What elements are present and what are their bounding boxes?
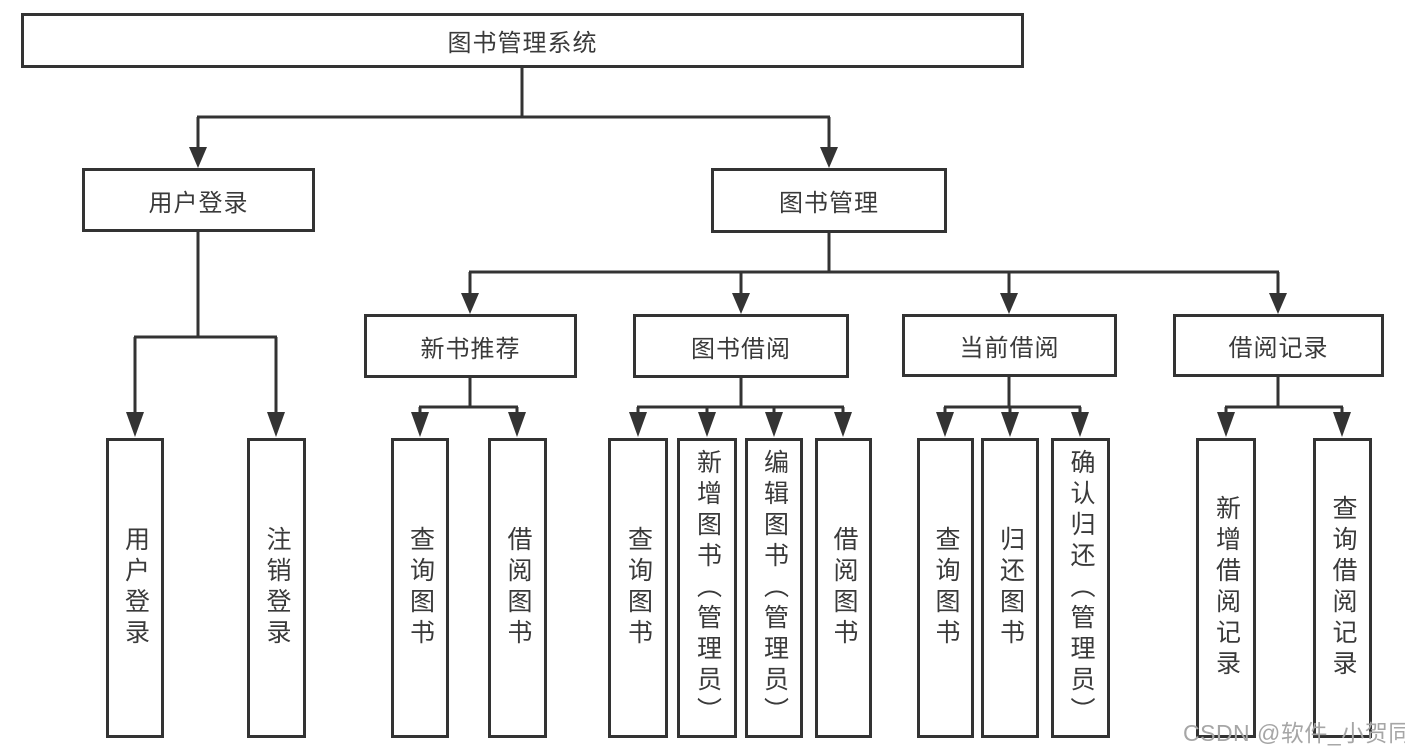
arrowhead — [629, 412, 647, 437]
arrowhead — [936, 412, 954, 437]
leaf-user-login: 用户登录 — [106, 438, 164, 738]
leaf-query-books-current: 查询图书 — [917, 438, 974, 738]
arrowhead — [189, 147, 207, 168]
leaf-query-borrow-record: 查询借阅记录 — [1313, 438, 1372, 738]
arrowhead — [1000, 293, 1018, 314]
leaf-add-book-admin: 新增图书（管理员） — [677, 438, 737, 738]
arrowhead — [820, 147, 838, 168]
arrowhead — [698, 412, 716, 437]
arrowhead — [1071, 412, 1089, 437]
leaf-query-books-newbook: 查询图书 — [391, 438, 449, 738]
node-new-book-recommendation: 新书推荐 — [364, 314, 577, 378]
node-current-borrowing: 当前借阅 — [902, 314, 1117, 377]
node-borrowing-records: 借阅记录 — [1173, 314, 1384, 377]
node-book-borrowing: 图书借阅 — [633, 314, 849, 378]
node-book-management: 图书管理 — [711, 168, 947, 233]
leaf-return-book: 归还图书 — [981, 438, 1039, 738]
arrowhead — [765, 412, 783, 437]
leaf-logout: 注销登录 — [247, 438, 306, 738]
arrowhead — [461, 293, 479, 314]
leaf-query-books-borrow: 查询图书 — [608, 438, 668, 738]
node-user-login: 用户登录 — [82, 168, 315, 232]
arrowhead — [1333, 412, 1351, 437]
arrowhead — [508, 412, 526, 437]
arrowhead — [834, 412, 852, 437]
arrowhead — [126, 412, 144, 437]
leaf-borrow-books-newbook: 借阅图书 — [488, 438, 547, 738]
arrowhead — [732, 293, 750, 314]
leaf-add-borrow-record: 新增借阅记录 — [1196, 438, 1256, 738]
arrowhead — [411, 412, 429, 437]
leaf-edit-book-admin: 编辑图书（管理员） — [745, 438, 803, 738]
arrowhead — [1269, 293, 1287, 314]
leaf-confirm-return-admin: 确认归还（管理员） — [1051, 438, 1110, 738]
arrowhead — [267, 412, 285, 437]
arrowhead — [1217, 412, 1235, 437]
csdn-watermark: CSDN @软件_小贺同学 — [1183, 720, 1405, 746]
node-library-management-system: 图书管理系统 — [21, 13, 1024, 68]
arrowhead — [1001, 412, 1019, 437]
leaf-borrow-books-borrow: 借阅图书 — [815, 438, 872, 738]
